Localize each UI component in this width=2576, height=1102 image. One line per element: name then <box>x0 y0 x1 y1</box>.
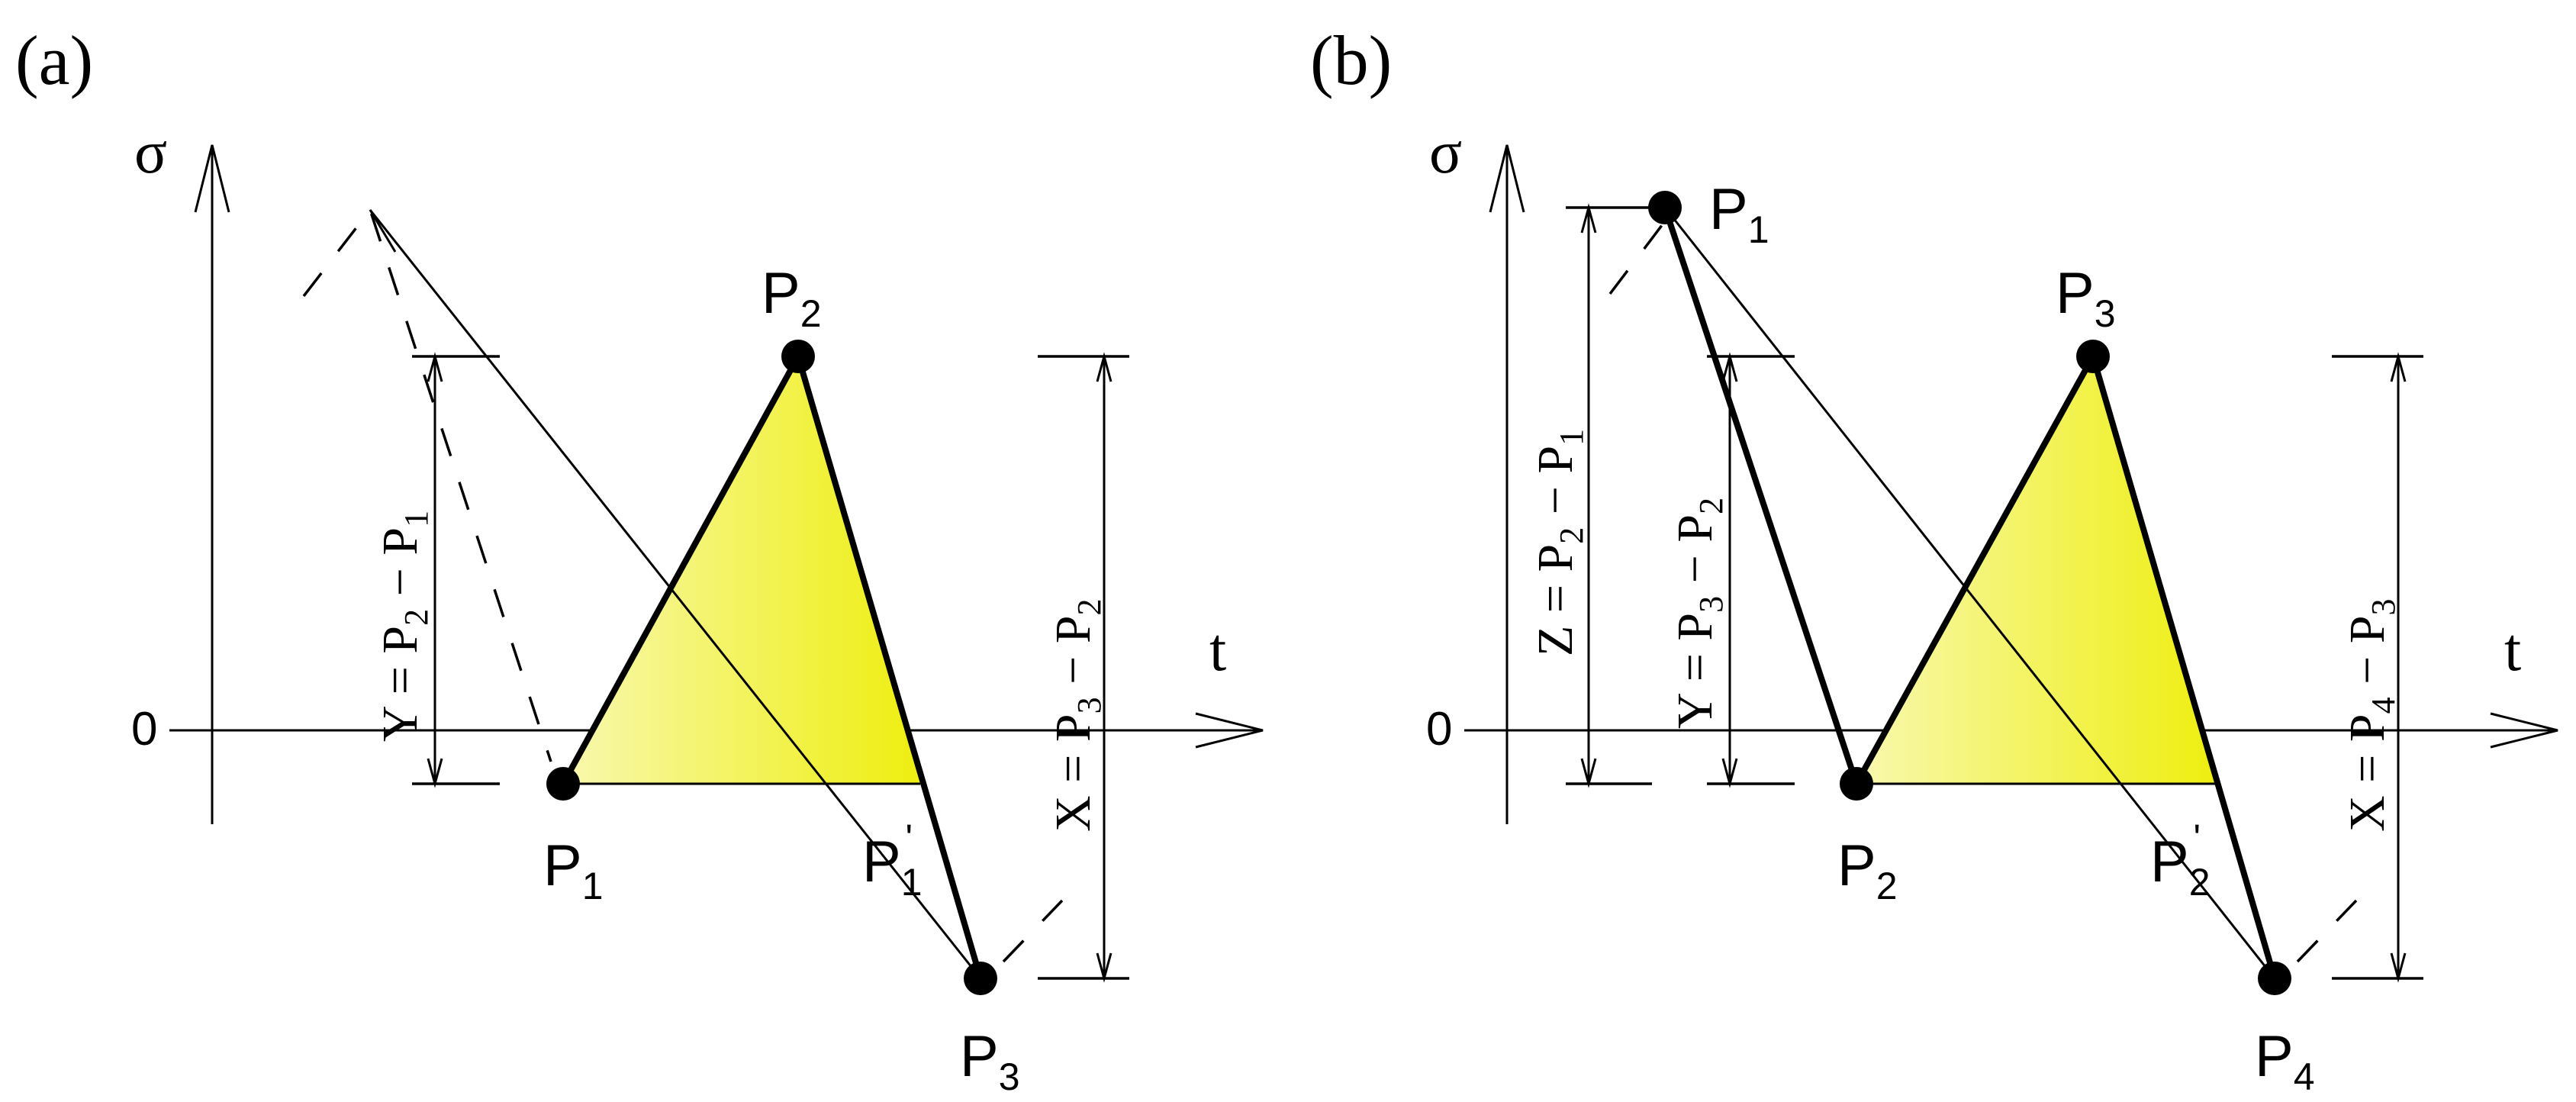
y-dim-label: Y = P2 − P1 <box>372 511 435 742</box>
label-p3: P3 <box>2056 261 2116 335</box>
diagonal-line <box>369 209 982 979</box>
label-p2: P2 <box>762 261 822 335</box>
point-p1 <box>1648 191 1682 224</box>
yellow-triangle <box>563 356 920 784</box>
origin-label: 0 <box>1426 703 1452 756</box>
label-p3: P3 <box>960 1024 1020 1098</box>
t-axis-label: t <box>1209 617 1226 684</box>
dashed-return <box>1002 899 1064 963</box>
x-dim-arrow-top <box>1096 352 1113 382</box>
x-dim-arrow-top <box>2390 352 2407 382</box>
point-p1 <box>546 767 580 801</box>
label-p1-prime: P1' <box>862 817 923 904</box>
z-dim-arrow-top <box>1580 203 1597 234</box>
dashed-return <box>2296 899 2358 963</box>
panel-a: (a) σ t 0 Y = P2 − P1 X = P3 − P2 <box>15 21 1264 1098</box>
t-axis-label: t <box>2504 617 2521 684</box>
diagonal-line <box>1663 207 2276 979</box>
sigma-axis-arrow <box>1489 144 1525 213</box>
point-p3 <box>2076 340 2110 373</box>
y-dim-arrow-bottom <box>1721 758 1738 788</box>
panel-b: (b) σ t 0 Z = P2 − P1 Y = P3 − P2 <box>1310 21 2558 1098</box>
origin-label: 0 <box>131 703 157 756</box>
yellow-triangle <box>1856 356 2217 784</box>
panel-a-tag: (a) <box>15 21 93 99</box>
y-dim-arrow-top <box>427 352 443 382</box>
point-p2 <box>781 340 815 373</box>
y-dim-label: Y = P3 − P2 <box>1667 498 1730 729</box>
y-dim-arrow-bottom <box>427 758 443 788</box>
y-dim-arrow-top <box>1721 352 1738 382</box>
x-dim-arrow-bottom <box>2390 952 2407 983</box>
sigma-axis-label: σ <box>134 119 167 186</box>
point-p4 <box>2258 962 2291 995</box>
sigma-axis-arrow <box>194 144 230 213</box>
t-axis-arrow <box>1195 712 1264 749</box>
point-p2 <box>1840 767 1873 801</box>
x-dim-arrow-bottom <box>1096 952 1113 983</box>
z-dim-arrow-bottom <box>1580 758 1597 788</box>
z-dim-label: Z = P2 − P1 <box>1528 429 1590 656</box>
x-dim-label: X = P3 − P2 <box>1045 598 1108 832</box>
panel-b-tag: (b) <box>1310 21 1392 99</box>
apex-segment <box>369 209 397 253</box>
x-dim-label: X = P4 − P3 <box>2339 598 2402 832</box>
label-p2: P2 <box>1837 833 1898 907</box>
t-axis-arrow <box>2490 712 2558 749</box>
sigma-axis-label: σ <box>1429 119 1462 186</box>
dashed-line <box>1608 220 1666 295</box>
label-p2-prime: P2' <box>2150 817 2211 904</box>
label-p1: P1 <box>1709 177 1769 251</box>
label-p4: P4 <box>2255 1024 2315 1098</box>
path-p1-p2-p3-p4 <box>1662 206 2278 980</box>
point-p3 <box>964 962 997 995</box>
label-p1: P1 <box>543 833 604 907</box>
